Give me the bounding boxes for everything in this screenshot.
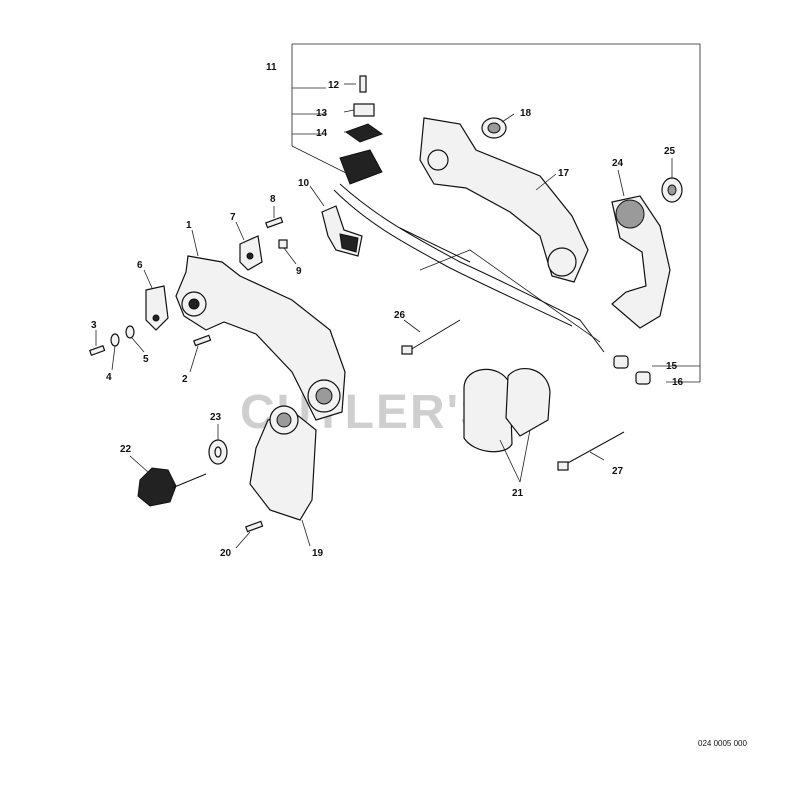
part-lever-6 [145,285,169,331]
callout-10: 10 [298,178,310,189]
callout-19: 19 [312,548,324,559]
part-screw-20 [245,520,264,533]
part-grommet-18 [481,117,507,139]
part-plate-14 [344,123,384,143]
callout-15: 15 [666,361,678,372]
part-handle-half-17 [419,117,589,283]
part-throttle-10 [321,205,363,257]
leader-lines [95,83,673,549]
callout-7: 7 [230,212,236,223]
callout-8: 8 [270,194,276,205]
part-main-handle [175,255,346,421]
part-screw-8 [265,216,284,229]
callout-6: 6 [137,260,143,271]
callout-1: 1 [186,220,192,231]
part-cable-tie-26 [401,319,461,355]
callout-2: 2 [182,374,188,385]
part-washer-5 [125,325,135,339]
callout-17: 17 [558,168,570,179]
part-switch-cable [333,149,605,353]
part-clamp-sleeve-21 [463,367,551,453]
part-sleeve-15 [613,355,629,369]
part-knob-22 [137,467,207,507]
callout-22: 22 [120,444,132,455]
callout-11: 11 [266,62,277,73]
part-sleeve-16 [635,371,651,385]
callout-24: 24 [612,158,624,169]
part-screw-2 [193,334,212,347]
part-clamp-19 [249,405,317,521]
part-screw-12 [359,75,367,93]
callout-14: 14 [316,128,328,139]
callout-21: 21 [512,488,524,499]
part-nut-9 [278,239,288,249]
bracket-11 [291,43,701,383]
callout-4: 4 [106,372,112,383]
callout-18: 18 [520,108,532,119]
part-cable-tie-27 [557,431,625,471]
callout-12: 12 [328,80,340,91]
part-screw-3 [88,344,106,356]
callout-3: 3 [91,320,97,331]
callout-13: 13 [316,108,328,119]
part-nut-25 [661,177,683,203]
callout-9: 9 [296,266,302,277]
callout-27: 27 [612,466,624,477]
part-lever-24 [611,195,671,329]
callout-5: 5 [143,354,149,365]
callout-20: 20 [220,548,232,559]
part-bracket-7 [239,235,263,271]
callout-25: 25 [664,146,676,157]
callout-23: 23 [210,412,222,423]
callout-16: 16 [672,377,684,388]
part-washer-23 [208,439,228,465]
part-nut-13 [353,103,375,117]
part-washer-4 [110,333,120,347]
drawing-code: 024 0005 000 [698,739,747,748]
callout-labels: 1 2 3 4 5 6 7 8 9 10 11 12 13 14 15 16 1… [91,62,684,559]
callout-26: 26 [394,310,406,321]
